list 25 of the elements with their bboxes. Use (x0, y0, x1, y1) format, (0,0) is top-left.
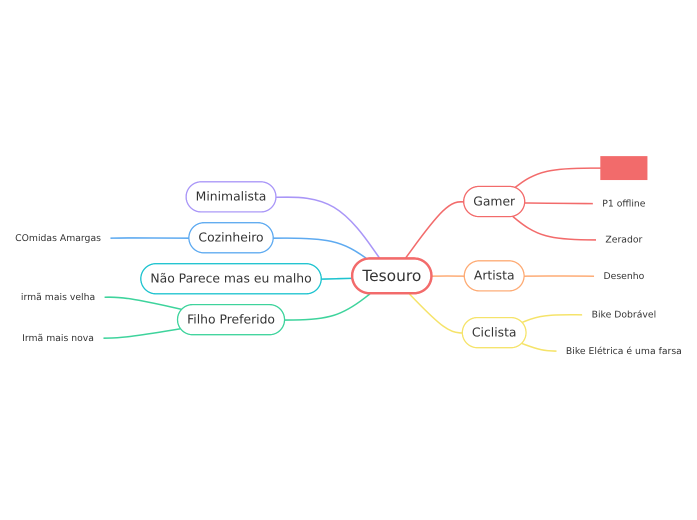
node-text: Bike Dobrável (592, 309, 656, 320)
connector (514, 167, 601, 188)
connector (404, 201, 464, 260)
connector (522, 342, 558, 352)
connector (110, 237, 190, 239)
connector (408, 293, 463, 334)
connector (322, 278, 353, 280)
node-text: P1 offline (602, 198, 646, 209)
node-text: Irmã mais nova (22, 332, 94, 344)
node-text: Zerador (605, 234, 642, 245)
connector (103, 328, 181, 339)
connector (522, 314, 584, 324)
node-text: Bike Elétrica é uma farsa (566, 345, 682, 356)
connector (432, 275, 465, 277)
node-bar (600, 156, 648, 180)
node-text: Desenho (603, 270, 644, 282)
connector (276, 196, 381, 260)
connector (274, 237, 368, 260)
node-text: irmã mais velha (20, 291, 96, 302)
connector (525, 202, 594, 204)
connector (284, 292, 371, 321)
connector (104, 296, 182, 310)
node-text: COmidas Amargas (15, 232, 101, 244)
connector (524, 275, 595, 277)
connector (512, 216, 597, 241)
